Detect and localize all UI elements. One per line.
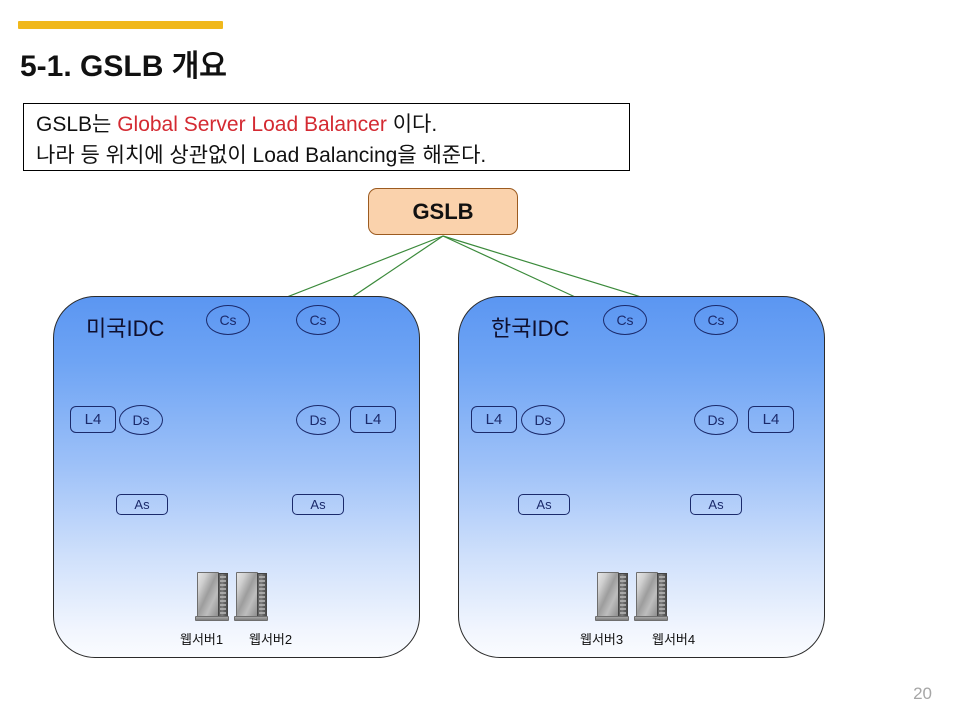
kr-l4-node-2-label: L4 xyxy=(762,411,780,428)
kr-as-node-2-label: As xyxy=(708,497,724,512)
description-box: GSLB는 Global Server Load Balancer 이다. 나라… xyxy=(23,103,630,171)
us-web-server-1-label: 웹서버1 xyxy=(180,632,224,647)
page-title: 5-1. GSLB 개요 xyxy=(20,50,227,83)
us-cs-node-2-label: Cs xyxy=(309,312,327,328)
title-accent-bar xyxy=(18,21,223,29)
us-as-node-2[interactable]: As xyxy=(292,494,344,515)
us-ds-node-1-label: Ds xyxy=(132,412,150,428)
us-cs-node-1[interactable]: Cs xyxy=(206,305,250,335)
description-suffix: 이다. xyxy=(386,113,438,136)
us-l4-node-1-label: L4 xyxy=(84,411,102,428)
us-ds-node-2[interactable]: Ds xyxy=(296,405,340,435)
idc-panel-kr-title: 한국IDC xyxy=(491,316,570,341)
kr-web-server-4-icon xyxy=(634,572,668,621)
kr-ds-node-2-label: Ds xyxy=(707,412,725,428)
kr-web-server-3-icon xyxy=(595,572,629,621)
description-highlight: Global Server Load Balancer xyxy=(117,113,387,136)
kr-l4-node-1[interactable]: L4 xyxy=(471,406,517,433)
us-cs-node-1-label: Cs xyxy=(219,312,237,328)
us-ds-node-2-label: Ds xyxy=(309,412,327,428)
us-as-node-2-label: As xyxy=(310,497,326,512)
us-web-server-2-label: 웹서버2 xyxy=(249,632,293,647)
description-prefix: GSLB는 xyxy=(36,113,118,136)
kr-ds-node-2[interactable]: Ds xyxy=(694,405,738,435)
kr-web-server-3-label: 웹서버3 xyxy=(580,632,624,647)
kr-cs-node-1[interactable]: Cs xyxy=(603,305,647,335)
description-line-1: GSLB는 Global Server Load Balancer 이다. xyxy=(36,109,629,140)
gslb-node[interactable]: GSLB xyxy=(368,188,518,235)
kr-as-node-1[interactable]: As xyxy=(518,494,570,515)
kr-as-node-2[interactable]: As xyxy=(690,494,742,515)
description-line-2: 나라 등 위치에 상관없이 Load Balancing을 해준다. xyxy=(36,144,487,167)
kr-l4-node-1-label: L4 xyxy=(485,411,503,428)
us-l4-node-1[interactable]: L4 xyxy=(70,406,116,433)
kr-as-node-1-label: As xyxy=(536,497,552,512)
kr-cs-node-2[interactable]: Cs xyxy=(694,305,738,335)
kr-web-server-4-label: 웹서버4 xyxy=(652,632,696,647)
kr-l4-node-2[interactable]: L4 xyxy=(748,406,794,433)
us-l4-node-2-label: L4 xyxy=(364,411,382,428)
us-ds-node-1[interactable]: Ds xyxy=(119,405,163,435)
kr-ds-node-1-label: Ds xyxy=(534,412,552,428)
kr-cs-node-2-label: Cs xyxy=(707,312,725,328)
idc-panel-us-title: 미국IDC xyxy=(86,316,165,341)
kr-ds-node-1[interactable]: Ds xyxy=(521,405,565,435)
us-cs-node-2[interactable]: Cs xyxy=(296,305,340,335)
us-web-server-1-icon xyxy=(195,572,229,621)
page-number: 20 xyxy=(913,684,932,703)
us-l4-node-2[interactable]: L4 xyxy=(350,406,396,433)
us-as-node-1[interactable]: As xyxy=(116,494,168,515)
us-as-node-1-label: As xyxy=(134,497,150,512)
kr-cs-node-1-label: Cs xyxy=(616,312,634,328)
us-web-server-2-icon xyxy=(234,572,268,621)
gslb-node-label: GSLB xyxy=(412,198,474,224)
